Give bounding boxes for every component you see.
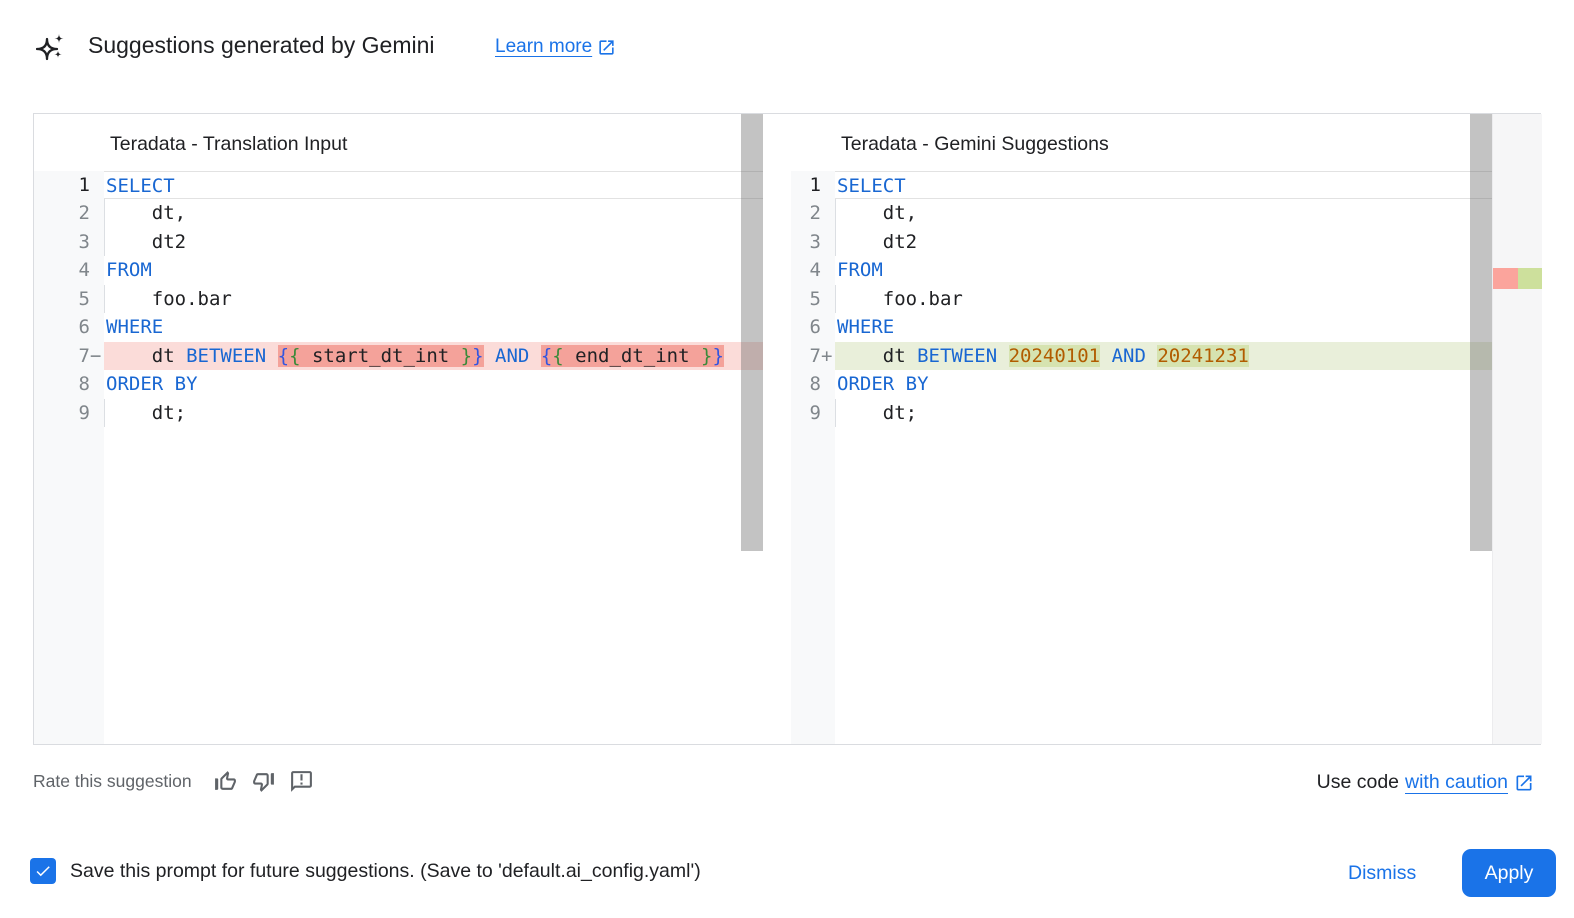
code-line-7-removed[interactable]: 7− dt BETWEEN {{ start_dt_int }} AND {{ … (34, 341, 763, 371)
scrollbar-thumb[interactable] (741, 114, 763, 551)
code-line-2[interactable]: 2 dt, (791, 199, 1492, 228)
code-line-2[interactable]: 2 dt, (34, 199, 763, 228)
line-number-gutter (791, 171, 835, 744)
learn-more-label: Learn more (495, 36, 593, 57)
line-number: 4 (809, 259, 821, 282)
line-number-gutter (34, 171, 104, 744)
indent-guide (104, 227, 105, 257)
indent-guide (835, 199, 836, 228)
open-in-new-icon (1516, 775, 1532, 790)
scrollbar-thumb[interactable] (1470, 114, 1492, 551)
open-in-new-icon (599, 39, 614, 55)
code-text: dt; (104, 398, 763, 427)
line-number: 7− (78, 344, 102, 367)
line-number: 2 (809, 202, 821, 225)
code-text: foo.bar (835, 284, 1492, 314)
code-text: dt; (835, 398, 1492, 427)
dismiss-button[interactable]: Dismiss (1338, 857, 1426, 890)
code-text: WHERE (837, 316, 895, 339)
code-text: dt, (835, 199, 1492, 228)
line-number: 5 (78, 287, 90, 310)
code-line-9[interactable]: 9 dt; (34, 398, 763, 427)
rate-suggestion-row: Rate this suggestion (33, 769, 314, 794)
save-prompt-label: Save this prompt for future suggestions.… (70, 860, 701, 882)
line-number: 7+ (809, 344, 833, 367)
line-number: 2 (78, 202, 90, 225)
code-text: ORDER BY (837, 373, 929, 396)
line-number: 1 (78, 174, 90, 196)
line-number: 9 (809, 401, 821, 424)
indent-guide (104, 398, 105, 427)
code-line-1[interactable]: 1 SELECT (34, 171, 763, 200)
indent-guide (104, 199, 105, 228)
with-caution-link[interactable]: with caution (1405, 771, 1508, 793)
panel-title: Teradata - Translation Input (110, 133, 348, 155)
code-text: dt BETWEEN 20240101 AND 20241231 (835, 341, 1492, 371)
learn-more-link[interactable]: Learn more (495, 36, 616, 58)
code-line-8[interactable]: 8 ORDER BY (34, 370, 763, 398)
apply-button[interactable]: Apply (1462, 849, 1556, 897)
code-text: FROM (106, 259, 152, 282)
code-text: SELECT (104, 171, 763, 200)
indent-guide (835, 227, 836, 257)
line-number: 8 (809, 373, 821, 396)
line-number: 6 (78, 316, 90, 339)
code-text: SELECT (835, 171, 1492, 200)
panel-title: Teradata - Gemini Suggestions (841, 133, 1109, 155)
line-number: 8 (78, 373, 90, 396)
line-number: 9 (78, 401, 90, 424)
line-number: 5 (809, 287, 821, 310)
use-code-notice: Use code with caution (1317, 771, 1534, 794)
line-number: 3 (78, 230, 90, 253)
line-number: 6 (809, 316, 821, 339)
code-line-5[interactable]: 5 foo.bar (791, 284, 1492, 314)
rate-label: Rate this suggestion (33, 771, 192, 791)
page-title: Suggestions generated by Gemini (88, 32, 435, 58)
code-text: dt, (104, 199, 763, 228)
gemini-sparkle-icon (36, 34, 64, 61)
code-line-1[interactable]: 1 SELECT (791, 171, 1492, 200)
code-line-4[interactable]: 4 FROM (34, 256, 763, 284)
line-number: 3 (809, 230, 821, 253)
feedback-icon[interactable] (289, 769, 314, 794)
code-text: WHERE (106, 316, 164, 339)
indent-guide (835, 284, 836, 314)
code-text: foo.bar (104, 284, 763, 314)
code-line-6[interactable]: 6 WHERE (791, 313, 1492, 341)
checkbox-check-icon (36, 866, 50, 877)
line-number: 4 (78, 259, 90, 282)
code-line-3[interactable]: 3 dt2 (34, 227, 763, 257)
ruler-added-marker (1518, 268, 1542, 289)
code-text: dt2 (835, 227, 1492, 257)
scrollbar[interactable] (741, 114, 763, 744)
code-text: FROM (837, 259, 883, 282)
use-code-text: Use code (1316, 771, 1400, 793)
indent-guide (104, 284, 105, 314)
code-line-3[interactable]: 3 dt2 (791, 227, 1492, 257)
scrollbar[interactable] (1470, 114, 1492, 744)
ruler-removed-marker (1493, 268, 1518, 289)
save-prompt-checkbox[interactable] (30, 858, 56, 884)
code-line-7-added[interactable]: 7+ dt BETWEEN 20240101 AND 20241231 (791, 341, 1492, 371)
code-line-4[interactable]: 4 FROM (791, 256, 1492, 284)
thumbs-down-icon[interactable] (251, 769, 276, 794)
line-number: 1 (809, 174, 821, 196)
code-text: ORDER BY (106, 373, 198, 396)
diff-overview-ruler[interactable] (1492, 114, 1542, 744)
code-text: dt BETWEEN {{ start_dt_int }} AND {{ end… (104, 341, 763, 371)
code-line-8[interactable]: 8 ORDER BY (791, 370, 1492, 398)
code-line-5[interactable]: 5 foo.bar (34, 284, 763, 314)
code-line-9[interactable]: 9 dt; (791, 398, 1492, 427)
indent-guide (835, 398, 836, 427)
thumbs-up-icon[interactable] (213, 769, 238, 794)
code-line-6[interactable]: 6 WHERE (34, 313, 763, 341)
code-text: dt2 (104, 227, 763, 257)
